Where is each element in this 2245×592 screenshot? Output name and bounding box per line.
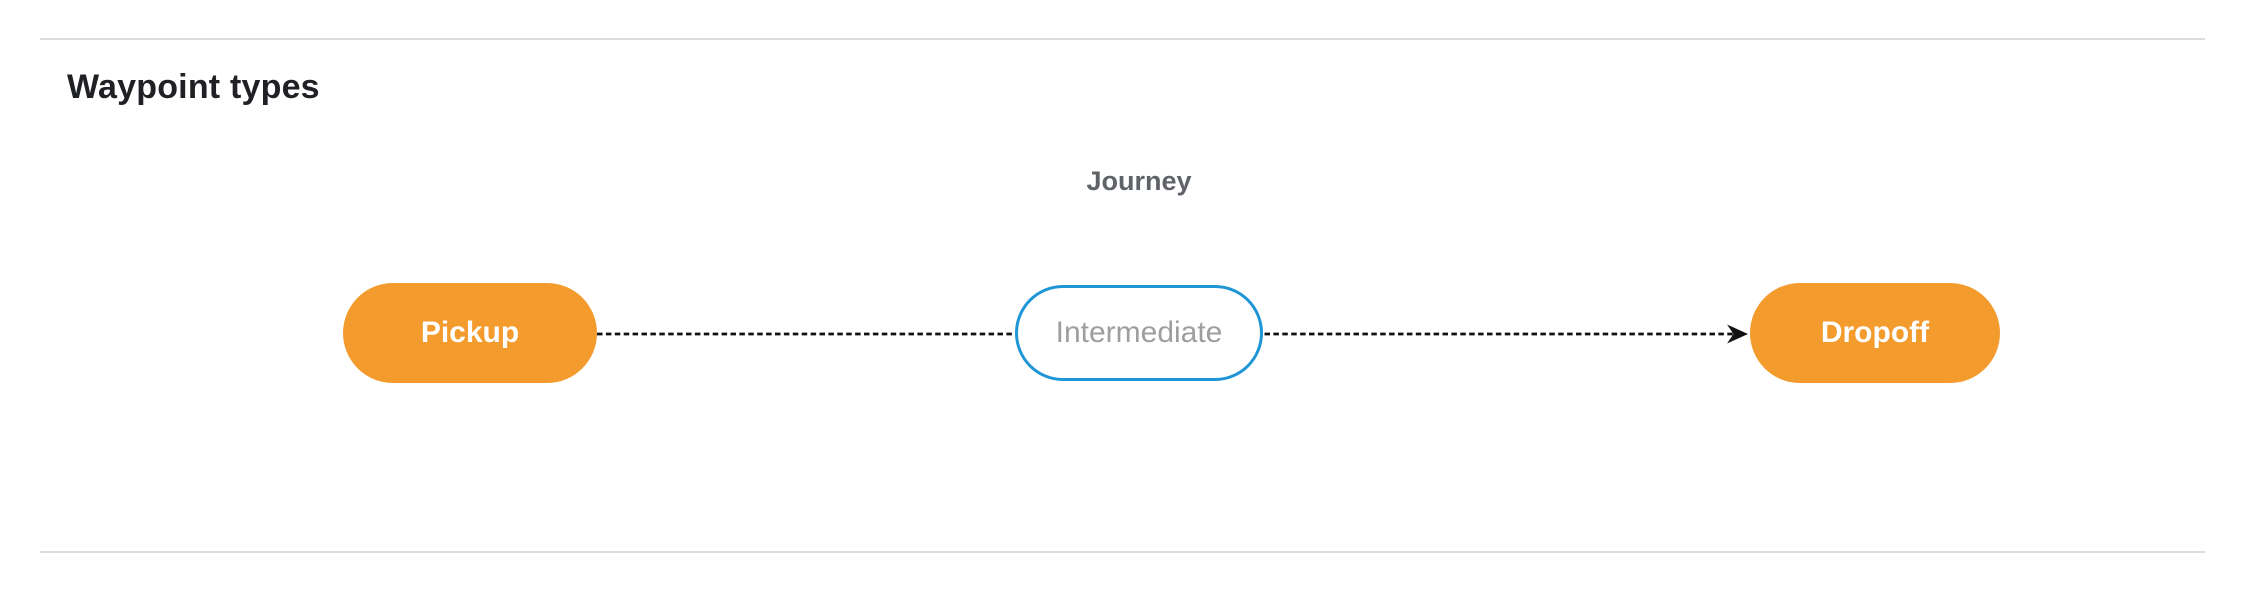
node-intermediate: Intermediate <box>1015 285 1263 381</box>
node-dropoff-label: Dropoff <box>1820 316 1930 349</box>
journey-label: Journey <box>1086 166 1192 196</box>
node-pickup-label: Pickup <box>420 316 520 349</box>
page-title: Waypoint types <box>67 68 320 106</box>
node-dropoff: Dropoff <box>1750 283 2000 383</box>
arrowhead-icon <box>1727 324 1748 344</box>
bottom-divider <box>40 551 2205 553</box>
top-divider <box>40 38 2205 40</box>
node-intermediate-label: Intermediate <box>1055 316 1223 349</box>
node-pickup: Pickup <box>343 283 597 383</box>
